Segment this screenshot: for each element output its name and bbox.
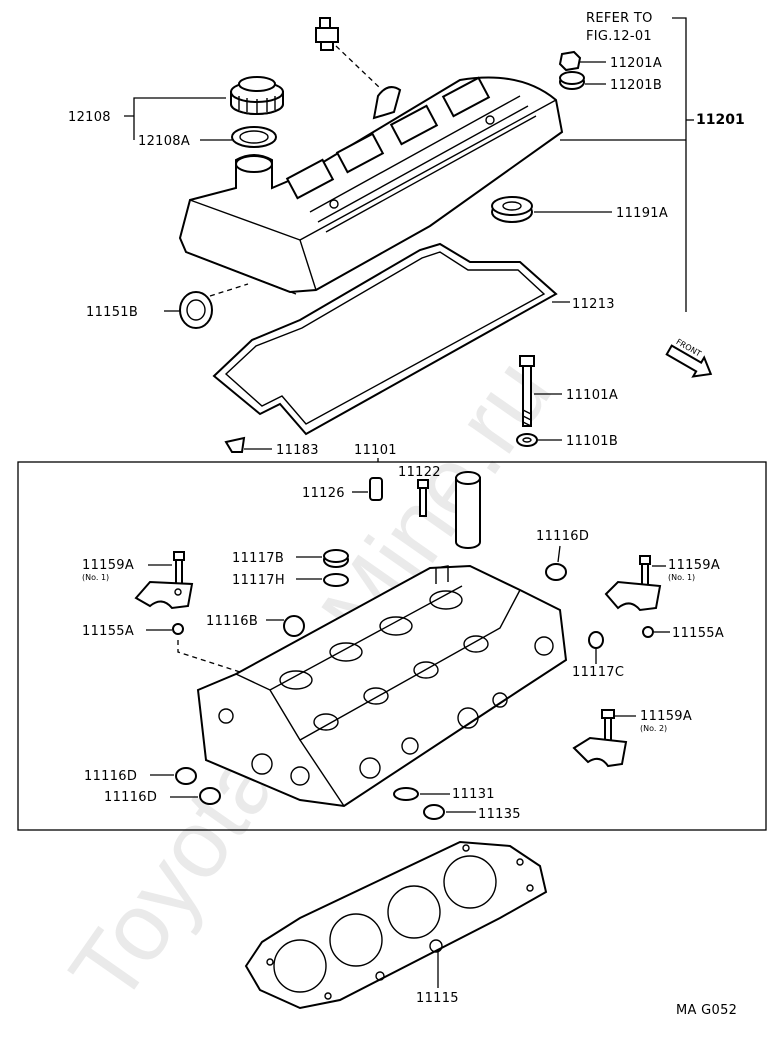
label-11201a: 11201A — [610, 56, 662, 71]
label-11213: 11213 — [572, 297, 615, 312]
refer-to-line1: REFER TO — [586, 11, 653, 26]
label-11101: 11101 — [354, 443, 397, 458]
label-12108: 12108 — [68, 110, 111, 125]
cap-bolt-left-drawing — [148, 551, 185, 585]
label-11159a-left-note: (No. 1) — [82, 573, 109, 582]
seal-11135-drawing — [423, 804, 476, 820]
label-11159a-lower-note: (No. 2) — [640, 724, 667, 733]
label-11117h: 11117H — [232, 573, 285, 588]
label-11159a-lower: 11159A — [640, 709, 692, 724]
oil-filler-cap-drawing — [230, 76, 284, 115]
sensor-plug-drawing — [315, 17, 381, 89]
bracket-12108 — [124, 97, 226, 140]
cap-gasket-drawing — [231, 126, 277, 148]
label-11135: 11135 — [478, 807, 521, 822]
cylinder-head-drawing — [196, 564, 568, 808]
dowel-left-drawing — [146, 623, 241, 673]
label-11159a-right-note: (No. 1) — [668, 573, 695, 582]
refer-to-line2: FIG.12-01 — [586, 29, 652, 44]
bearing-cap-left-drawing — [134, 580, 194, 610]
label-11201b: 11201B — [610, 78, 662, 93]
label-11116d-a: 11116D — [84, 769, 137, 784]
label-11151b: 11151B — [86, 305, 138, 320]
plug-11117c-drawing — [588, 631, 604, 664]
cap-bolt-right-drawing — [639, 555, 666, 587]
bearing-cap-right-drawing — [604, 580, 662, 612]
label-11131: 11131 — [452, 787, 495, 802]
bracket-11201 — [560, 17, 687, 312]
grommet-11201b-drawing — [559, 71, 606, 90]
label-11115: 11115 — [416, 991, 459, 1006]
figure-code: MA G052 — [676, 1003, 737, 1018]
bearing-cap-lower-drawing — [572, 736, 628, 768]
label-11116b: 11116B — [206, 614, 258, 629]
label-11201: 11201 — [696, 112, 745, 128]
seal-11131-drawing — [393, 787, 450, 801]
grommet-11191a-drawing — [491, 196, 612, 223]
cylinder-head-assembly-frame — [17, 461, 767, 831]
pin-11126-drawing — [352, 477, 383, 501]
valve-guide-11122-drawing — [417, 479, 429, 517]
label-11159a-left: 11159A — [82, 558, 134, 573]
label-11159a-right: 11159A — [668, 558, 720, 573]
dowel-right-drawing — [642, 626, 670, 638]
plug-11116d-b-drawing — [170, 787, 221, 805]
label-11191a: 11191A — [616, 206, 668, 221]
head-cover-drawing — [178, 76, 564, 295]
cover-gasket-drawing — [212, 242, 558, 436]
nut-11201a-drawing — [558, 50, 606, 72]
label-11183: 11183 — [276, 443, 319, 458]
sleeve-drawing — [455, 471, 481, 549]
label-11155a-left: 11155A — [82, 624, 134, 639]
ring-11117h-drawing — [296, 573, 349, 587]
label-11101a: 11101A — [566, 388, 618, 403]
seal-11151b-drawing — [179, 283, 249, 329]
label-11117c: 11117C — [572, 665, 624, 680]
front-arrow-icon: FRONT — [665, 337, 713, 378]
plug-11183-drawing — [224, 436, 272, 453]
label-11116d-b: 11116D — [104, 790, 157, 805]
label-12108a: 12108A — [138, 134, 190, 149]
head-bolt-drawing — [519, 355, 562, 427]
plug-11116b-drawing — [266, 615, 305, 637]
plug-11116d-top-drawing — [545, 545, 567, 581]
plug-11116d-a-drawing — [150, 767, 197, 785]
label-11155a-right: 11155A — [672, 626, 724, 641]
head-gasket-drawing — [244, 840, 548, 1010]
label-11101b: 11101B — [566, 434, 618, 449]
washer-11101b-drawing — [516, 433, 562, 447]
label-11116d-top: 11116D — [536, 529, 589, 544]
label-11122: 11122 — [398, 465, 441, 480]
label-11117b: 11117B — [232, 551, 284, 566]
seal-11117b-drawing — [296, 549, 349, 568]
label-11126: 11126 — [302, 486, 345, 501]
